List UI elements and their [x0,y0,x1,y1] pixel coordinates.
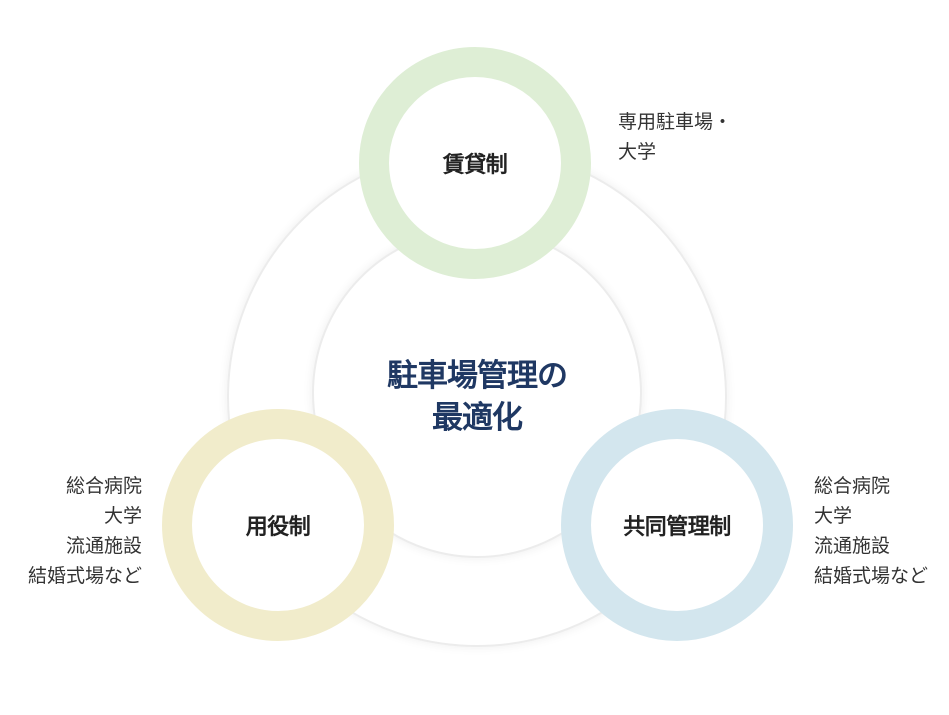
note-left-item: 流通施設 [65,535,142,557]
note-right: 総合病院 大学 流通施設 結婚式場など [814,471,928,591]
node-service-label: 用役制 [245,515,311,540]
node-joint-management-label: 共同管理制 [623,515,731,540]
note-left-item: 大学 [103,505,142,527]
node-joint-management: 共同管理制 [561,409,793,641]
node-rental: 賃貸制 [359,47,591,279]
note-left: 総合病院 大学 流通施設 結婚式場など [28,471,142,591]
note-right-item: 流通施設 [814,535,891,557]
note-right-item: 総合病院 [814,475,891,497]
note-right-item: 結婚式場など [814,565,929,587]
note-right-item: 大学 [814,505,853,527]
center-title-line1: 駐車場管理の [387,358,568,394]
note-left-item: 結婚式場など [27,565,142,587]
note-top-item: 大学 [618,141,657,163]
node-rental-label: 賃貸制 [442,153,508,178]
note-left-item: 総合病院 [65,475,142,497]
note-top-item: 専用駐車場・ [618,111,733,133]
node-service: 用役制 [162,409,394,641]
center-title-line2: 最適化 [432,400,523,436]
note-top: 専用駐車場・ 大学 [618,107,732,167]
center-title: 駐車場管理の 最適化 [312,355,642,439]
